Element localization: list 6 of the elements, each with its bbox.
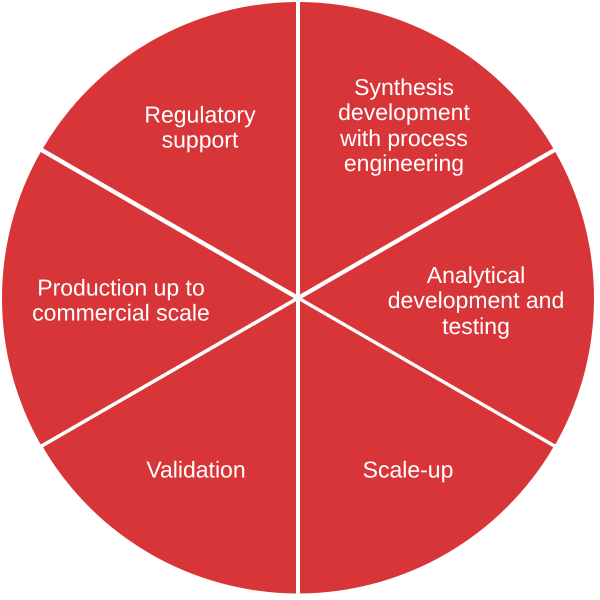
slice-label: Synthesis development with process engineering — [337, 74, 471, 177]
slice-label: Scale-up — [362, 457, 454, 483]
slice-label: Analytical development and testing — [386, 262, 566, 340]
slice-label: Validation — [146, 457, 246, 483]
slice-label: Production up to commercial scale — [31, 275, 211, 326]
slice-label: Regulatory support — [143, 102, 257, 154]
